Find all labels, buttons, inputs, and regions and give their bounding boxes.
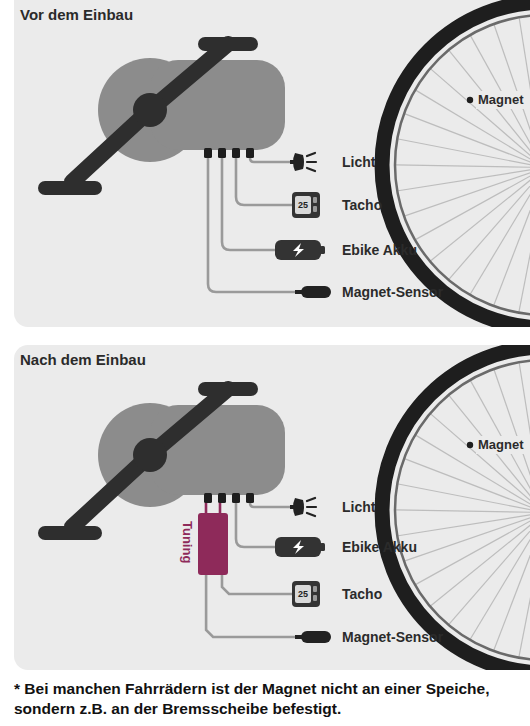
wheel <box>382 347 530 670</box>
battery-icon: Ebike Akku <box>275 537 325 557</box>
panel-heading: Nach dem Einbau <box>20 351 146 369</box>
part-label: Ebike Akku <box>342 539 417 556</box>
spoke <box>471 381 530 506</box>
footnote: * Bei manchen Fahrrädern ist der Magnet … <box>14 679 524 719</box>
spoke <box>398 139 530 166</box>
cable <box>222 158 275 250</box>
plug <box>218 148 226 158</box>
spoke <box>449 51 530 162</box>
spoke <box>416 515 530 584</box>
label-holder: Tuning <box>179 521 195 571</box>
spoke <box>519 363 530 504</box>
spoke <box>405 169 530 215</box>
plug <box>204 148 254 503</box>
battery-icon: Ebike Akku <box>275 240 325 260</box>
display-value: 25 <box>295 585 311 603</box>
cable <box>236 503 275 547</box>
sensor-icon: Magnet-Sensor <box>295 285 331 299</box>
part-label: Tacho <box>342 586 382 603</box>
spoke <box>416 90 530 163</box>
tuning-box: Tuning <box>198 513 228 575</box>
cable <box>219 503 222 513</box>
panel: Vor dem EinbauLichtTachoEbike AkkuMagnet… <box>14 0 530 327</box>
tuning-label: Tuning <box>179 521 195 563</box>
wheel <box>382 2 530 327</box>
spoke <box>396 510 530 513</box>
spoke <box>398 514 530 536</box>
plug <box>218 493 226 503</box>
cable <box>205 503 208 513</box>
battery-symbol <box>275 537 325 557</box>
spoke <box>398 484 530 511</box>
sensor-symbol <box>295 285 331 299</box>
magnet-dot <box>467 442 473 448</box>
spoke <box>519 18 530 159</box>
spoke <box>416 170 530 239</box>
cable <box>250 158 290 162</box>
spoke <box>449 172 530 279</box>
cable <box>250 503 290 507</box>
plug <box>204 148 212 158</box>
sensor-icon: Magnet-Sensor <box>295 630 331 644</box>
cable <box>206 158 295 547</box>
plug <box>204 493 212 503</box>
lamp-symbol <box>290 494 318 520</box>
spoke <box>449 517 530 624</box>
lamp-icon: Licht <box>290 149 318 175</box>
spoke <box>398 169 530 191</box>
lamp-icon: Licht <box>290 494 318 520</box>
magnet-label: Magnet <box>476 91 526 109</box>
part-label: Magnet-Sensor <box>342 284 443 301</box>
battery-symbol <box>275 240 325 260</box>
lamp-symbol <box>290 149 318 175</box>
plug <box>246 493 254 503</box>
cable <box>206 575 295 637</box>
plug <box>246 148 254 158</box>
drive-unit <box>38 382 285 540</box>
part-label: Licht <box>342 154 375 171</box>
panel-heading: Vor dem Einbau <box>20 6 133 24</box>
display-value: 25 <box>295 196 311 214</box>
part-label: Tacho <box>342 197 382 214</box>
sensor-symbol <box>295 630 331 644</box>
cable <box>208 158 295 292</box>
spoke <box>449 396 530 507</box>
part-label: Magnet-Sensor <box>342 629 443 646</box>
panel-ground <box>14 345 530 670</box>
spoke <box>405 514 530 560</box>
panel-ground <box>14 0 530 327</box>
plug <box>232 493 240 503</box>
magnet-label: Magnet <box>476 436 526 454</box>
spoke <box>416 435 530 508</box>
cable <box>222 575 292 594</box>
plug <box>232 148 240 158</box>
spoke <box>471 36 530 161</box>
part-label: Licht <box>342 499 375 516</box>
part-label: Ebike Akku <box>342 242 417 259</box>
drive-unit <box>38 37 285 195</box>
spoke <box>396 165 530 168</box>
panel: Nach dem EinbauLichtTuning Ebike AkkuTach… <box>14 345 530 670</box>
cable <box>236 158 292 205</box>
magnet-dot <box>467 97 473 103</box>
